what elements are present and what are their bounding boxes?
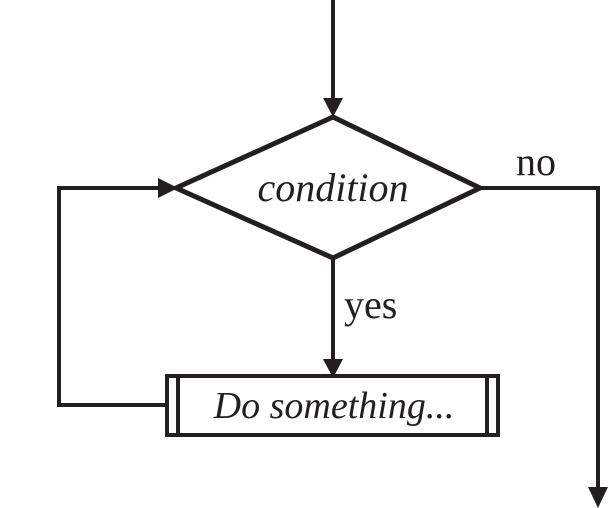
entry-arrowhead (323, 98, 343, 117)
edge-label-yes: yes (344, 282, 398, 327)
false-branch-arrowhead (588, 487, 608, 508)
edge-true-branch (323, 256, 343, 378)
decision-label: condition (257, 165, 409, 210)
false-branch-line (478, 186, 600, 492)
process-box-outer (165, 374, 500, 437)
edge-label-no: no (516, 139, 556, 184)
process-label: Do something... (213, 385, 455, 427)
edge-loop-back (57, 178, 178, 407)
edge-entry (323, 0, 343, 117)
edge-false-branch (478, 186, 608, 508)
process-box (165, 374, 500, 437)
loop-back-arrowhead (158, 178, 178, 198)
true-branch-arrowhead (323, 359, 343, 378)
loop-back-line (57, 186, 169, 407)
